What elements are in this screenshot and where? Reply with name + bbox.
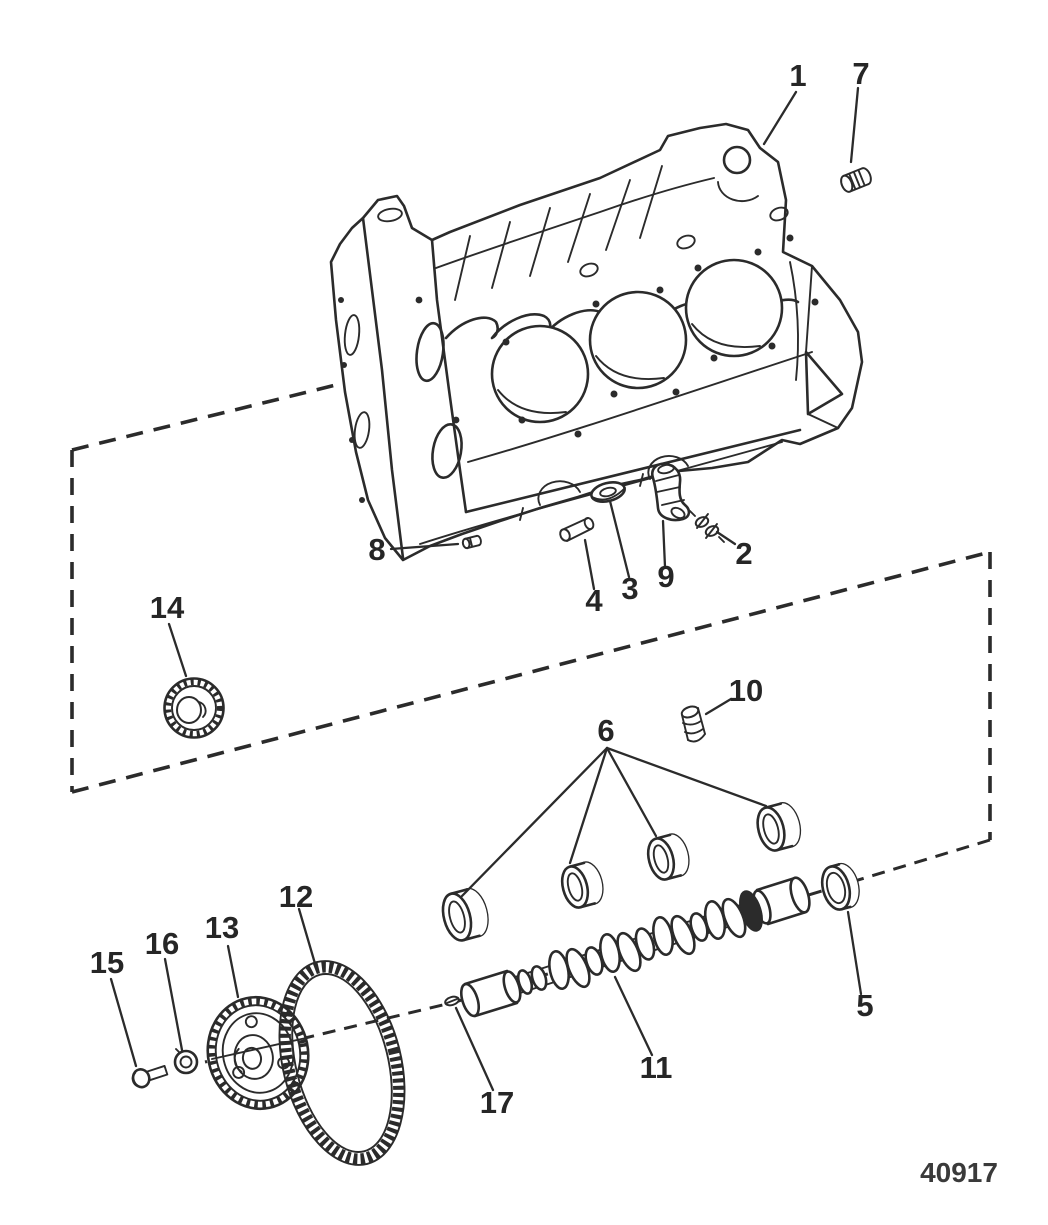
- callout-3: 3: [621, 571, 638, 606]
- part-10-cup-plug: [680, 705, 706, 743]
- part-1-cylinder-block: [329, 122, 864, 562]
- drawing-number: 40917: [920, 1157, 998, 1188]
- part-5-ring: [820, 862, 860, 911]
- part-16-washer: [173, 1048, 199, 1075]
- part-11-camshaft: [459, 876, 811, 1018]
- callout-4: 4: [585, 583, 603, 618]
- callout-15: 15: [90, 945, 124, 980]
- part-6-camshaft-bearings: [441, 802, 802, 942]
- leader-lines: [109, 86, 863, 1092]
- callout-7: 7: [852, 56, 869, 91]
- callout-12: 12: [279, 879, 313, 914]
- part-8-small-plug: [461, 534, 482, 550]
- callout-labels: 1 7 8 4 3 9 2 14 6 10 11 5 17 13 12 16 1…: [90, 56, 874, 1120]
- part-13-camshaft-sprocket: [206, 995, 310, 1111]
- callout-9: 9: [657, 559, 674, 594]
- part-14-crankshaft-gear: [163, 677, 225, 739]
- part-15-bolt: [131, 1064, 169, 1089]
- part-12-timing-chain: [278, 960, 406, 1166]
- callout-10: 10: [729, 673, 763, 708]
- callout-1: 1: [789, 58, 806, 93]
- callout-5: 5: [856, 988, 873, 1023]
- callout-14: 14: [150, 590, 185, 625]
- part-4-dowel-pin: [559, 517, 595, 542]
- part-17-key: [444, 995, 460, 1007]
- callout-13: 13: [205, 910, 239, 945]
- callout-17: 17: [480, 1085, 514, 1120]
- dashed-group-box: [70, 382, 992, 840]
- callout-2: 2: [735, 536, 752, 571]
- part-9-elbow-fitting: [651, 462, 691, 522]
- callout-11: 11: [640, 1050, 673, 1085]
- part-2-fitting: [689, 510, 725, 543]
- callout-16: 16: [145, 926, 179, 961]
- callout-8: 8: [368, 532, 385, 567]
- callout-6: 6: [597, 713, 614, 748]
- part-7-pipe-plug: [840, 167, 872, 193]
